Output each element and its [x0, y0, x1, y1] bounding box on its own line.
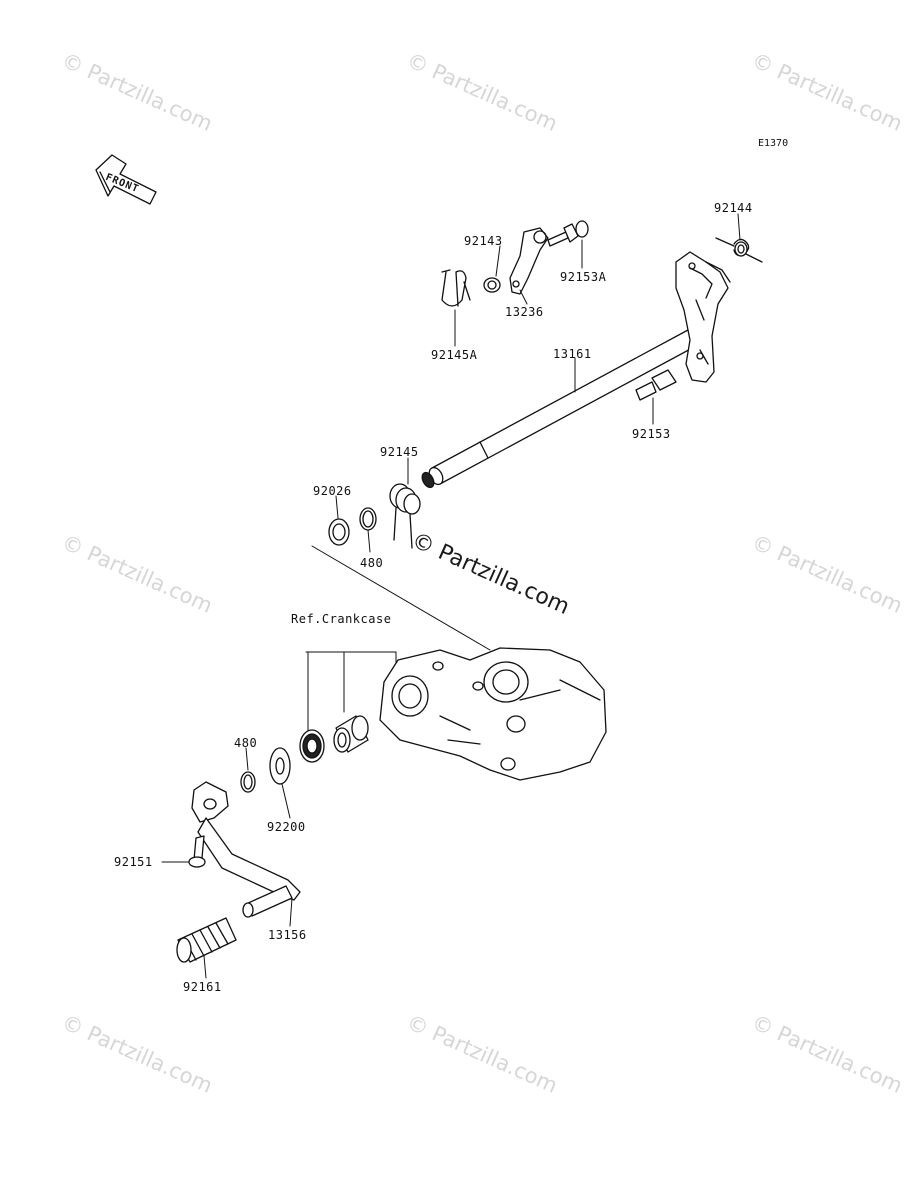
part-label-92144[interactable]: 92144: [714, 201, 753, 215]
part-label-480-upper[interactable]: 480: [360, 556, 384, 570]
washer-92026: [328, 518, 350, 546]
bolt-92153: [635, 369, 677, 401]
shift-pedal: [191, 781, 301, 918]
spring-92145: [389, 483, 421, 549]
bolt-92153A: [547, 220, 589, 247]
circlip-480-lower: [240, 771, 256, 793]
part-label-480-lower[interactable]: 480: [234, 736, 258, 750]
part-label-92153[interactable]: 92153: [632, 427, 671, 441]
front-arrow-icon: [95, 154, 157, 205]
part-label-92151[interactable]: 92151: [114, 855, 153, 869]
collar-92143: [483, 277, 501, 293]
part-label-92153A[interactable]: 92153A: [560, 270, 607, 284]
spring-92145A: [441, 269, 471, 307]
part-label-92026[interactable]: 92026: [313, 484, 352, 498]
part-label-92145A[interactable]: 92145A: [431, 348, 478, 362]
part-label-13156[interactable]: 13156: [268, 928, 307, 942]
washer-92200: [269, 747, 291, 785]
oil-seal: [299, 729, 325, 763]
bolt-92151: [188, 835, 206, 868]
spring-92144: [715, 237, 763, 263]
crankcase: [379, 647, 607, 781]
shift-arm: [675, 251, 731, 383]
part-label-13161[interactable]: 13161: [553, 347, 592, 361]
diagram-code: E1370: [758, 138, 789, 149]
circlip-480-upper: [359, 507, 377, 531]
part-label-92161[interactable]: 92161: [183, 980, 222, 994]
needle-bearing: [333, 715, 369, 753]
part-label-13236[interactable]: 13236: [505, 305, 544, 319]
pedal-rubber-92161: [176, 917, 237, 963]
part-label-92143[interactable]: 92143: [464, 234, 503, 248]
ref-crankcase-label: Ref.Crankcase: [291, 612, 392, 626]
part-label-92200[interactable]: 92200: [267, 820, 306, 834]
part-label-92145[interactable]: 92145: [380, 445, 419, 459]
lever-13236: [509, 227, 549, 295]
